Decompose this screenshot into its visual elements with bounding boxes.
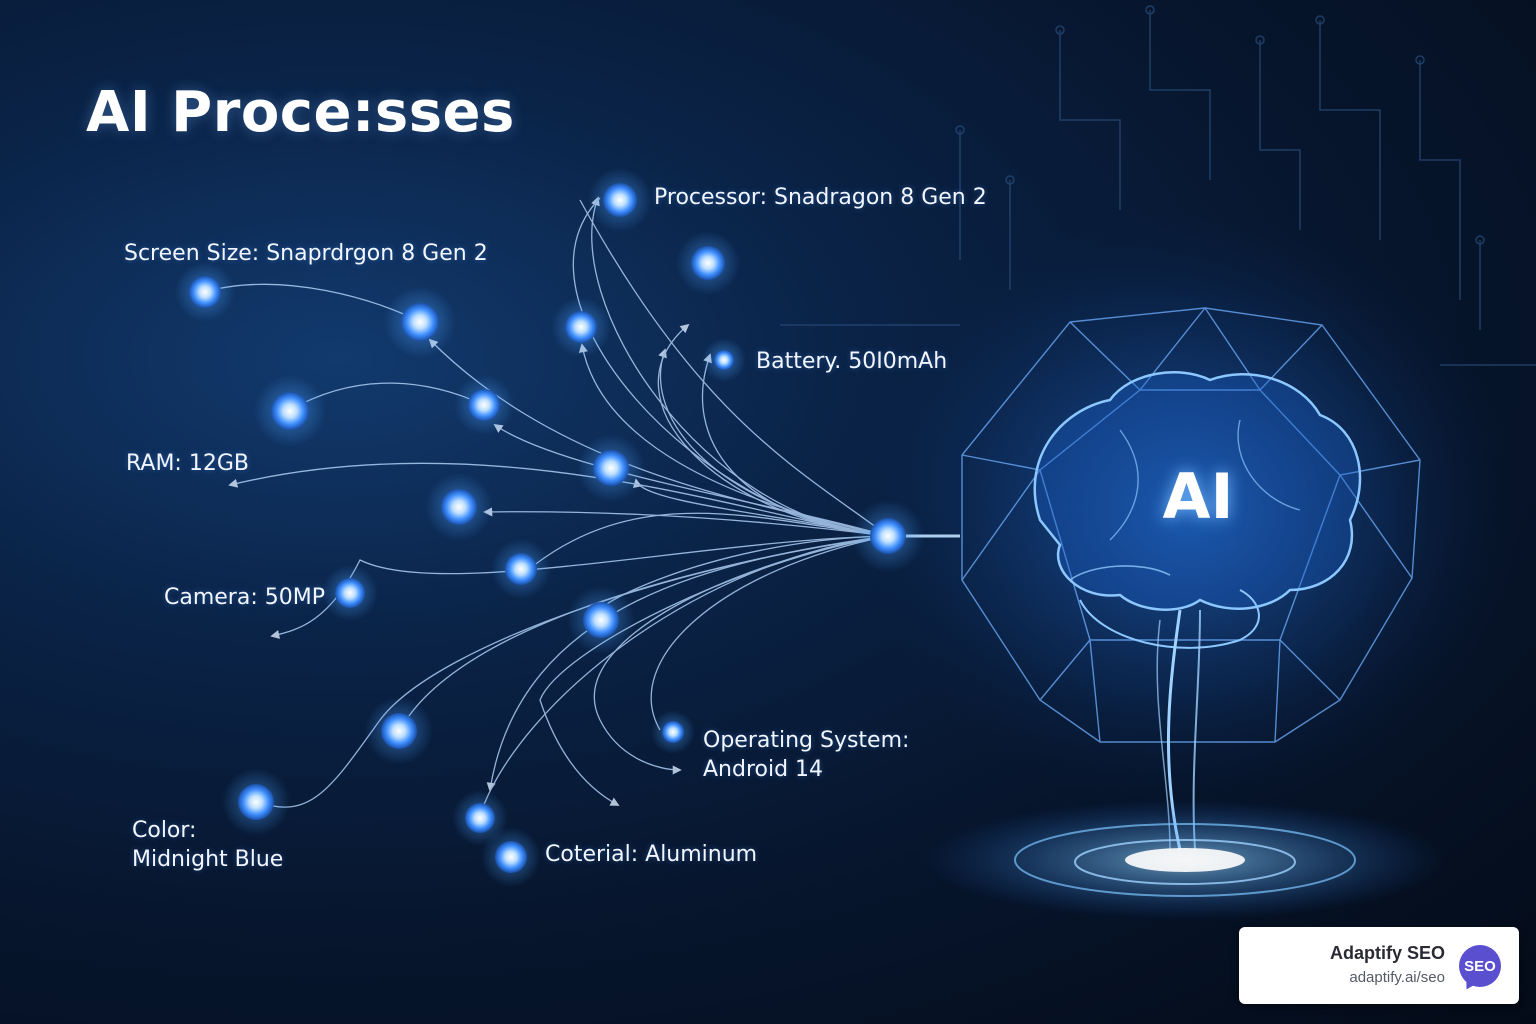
label-operating-system: Operating System: Android 14 bbox=[703, 726, 909, 784]
brand-url[interactable]: adaptify.ai/seo bbox=[1349, 969, 1445, 986]
node bbox=[425, 473, 493, 541]
node bbox=[365, 697, 433, 765]
label-processor: Processor: Snadragon 8 Gen 2 bbox=[654, 185, 987, 210]
node bbox=[491, 539, 551, 599]
node-processor bbox=[588, 168, 652, 232]
label-os-value: Android 14 bbox=[703, 757, 824, 782]
node-screen bbox=[175, 262, 235, 322]
label-screen-size: Screen Size: Snaprdrgon 8 Gen 2 bbox=[124, 241, 488, 266]
node bbox=[577, 434, 645, 502]
node-material bbox=[481, 827, 541, 887]
label-material: Coterial: Aluminum bbox=[545, 842, 758, 867]
node bbox=[454, 375, 514, 435]
node bbox=[567, 586, 635, 654]
node-camera bbox=[322, 565, 378, 621]
node bbox=[676, 231, 740, 295]
label-ram: RAM: 12GB bbox=[126, 451, 249, 476]
brain-aura bbox=[860, 210, 1520, 810]
node-hub bbox=[852, 500, 924, 572]
label-battery: Battery. 50I0mAh bbox=[756, 349, 948, 374]
node bbox=[384, 286, 456, 358]
label-color-title: Color: bbox=[132, 818, 197, 843]
label-color: Color: Midnight Blue bbox=[132, 816, 283, 874]
polyhedron-wireframe bbox=[961, 306, 1421, 743]
node bbox=[254, 375, 326, 447]
node bbox=[551, 297, 611, 357]
label-color-value: Midnight Blue bbox=[132, 847, 284, 872]
label-camera: Camera: 50MP bbox=[164, 585, 325, 610]
brand-name: Adaptify SEO bbox=[1329, 943, 1445, 963]
ai-center-label: AI bbox=[1162, 460, 1233, 533]
node-battery bbox=[702, 338, 746, 382]
seo-logo-icon: SEO bbox=[1459, 945, 1501, 987]
node bbox=[452, 790, 508, 846]
connection-lines bbox=[204, 196, 889, 816]
page-title: AI Proce:sses bbox=[86, 80, 515, 145]
nodes bbox=[175, 168, 924, 887]
node-color bbox=[222, 768, 290, 836]
brand-badge[interactable]: Adaptify SEO adaptify.ai/seo SEO bbox=[1239, 927, 1519, 1004]
label-os-title: Operating System: bbox=[703, 728, 910, 753]
base-glow bbox=[925, 800, 1445, 920]
circuit-traces bbox=[780, 5, 1536, 366]
node-os bbox=[651, 710, 695, 754]
